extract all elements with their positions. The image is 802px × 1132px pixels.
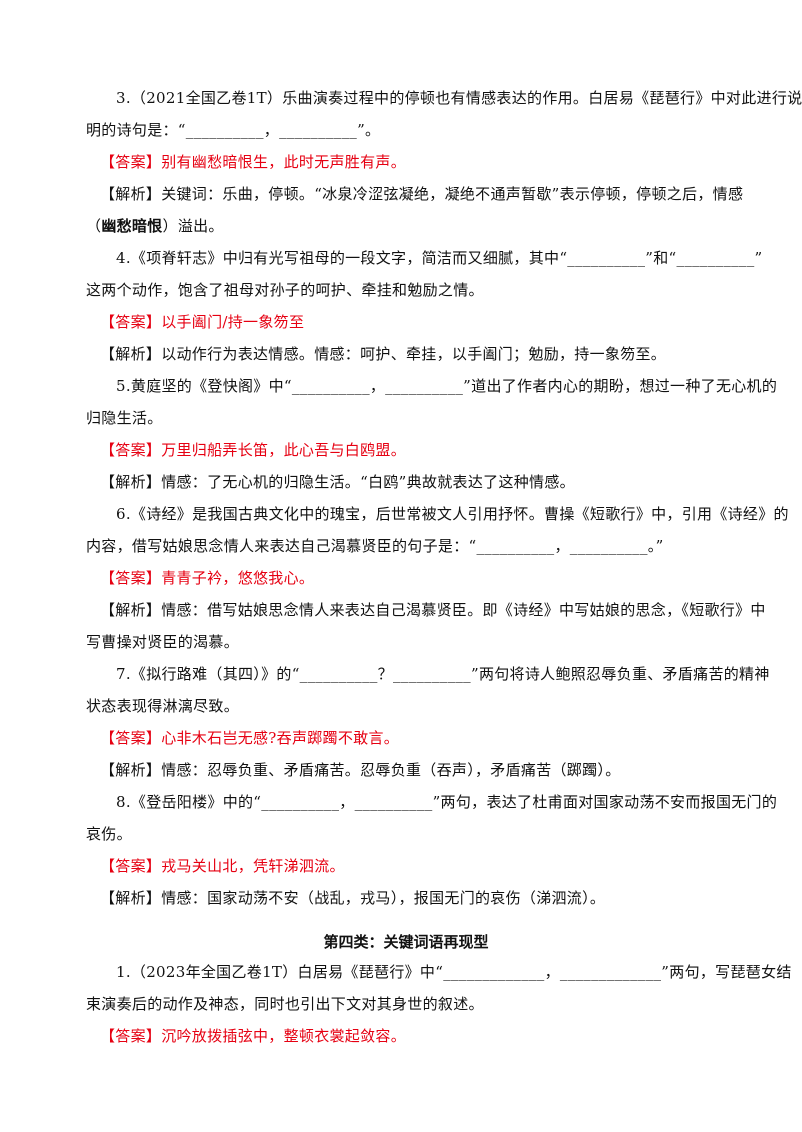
explanation-text: 【解析】情感：忍辱负重、矛盾痛苦。忍辱负重（吞声），矛盾痛苦（踯躅）。 <box>100 761 621 779</box>
answer-text: 别有幽愁暗恨生，此时无声胜有声。 <box>161 153 407 171</box>
question-text: 归隐生活。 <box>86 409 163 427</box>
question-block: 4.《项脊轩志》中归有光写祖母的一段文字，简洁而又细腻，其中“_________… <box>86 246 763 374</box>
explanation-text: 【解析】情感：了无心机的归隐生活。“白鸥”典故就表达了这种情感。 <box>100 473 575 491</box>
answer-tag: 【答案】 <box>100 153 162 171</box>
question-block: 7.《拟行路难（其四）》的“__________？__________”两句将诗… <box>86 662 770 790</box>
question-text: 6.《诗经》是我国古典文化中的瑰宝，后世常被文人引用抒怀。曹操《短歌行》中，引用… <box>116 505 789 523</box>
answer-line: 【答案】以手阖门/持一象笏至 <box>86 310 726 334</box>
explanation-text: （幽愁暗恨）溢出。 <box>86 214 726 238</box>
answer-tag: 【答案】 <box>100 441 162 459</box>
answer-line: 【答案】沉吟放拨插弦中，整顿衣裳起敛容。 <box>86 1024 726 1048</box>
question-text: 1.（2023年全国乙卷1T）白居易《琵琶行》中“_____________，_… <box>116 963 792 981</box>
question-text: 束演奏后的动作及神态，同时也引出下文对其身世的叙述。 <box>86 995 484 1013</box>
keyword-bold: 幽愁暗恨 <box>101 217 163 235</box>
answer-tag: 【答案】 <box>100 729 162 747</box>
answer-tag: 【答案】 <box>100 569 162 587</box>
question-block: 5.黄庭坚的《登快阁》中“__________，__________”道出了作者… <box>86 374 778 502</box>
answer-text: 沉吟放拨插弦中，整顿衣裳起敛容。 <box>161 1027 407 1045</box>
document-content: 3.（2021全国乙卷1T）乐曲演奏过程中的停顿也有情感表达的作用。白居易《琵琶… <box>86 86 802 1048</box>
explanation-text: 【解析】情感：国家动荡不安（战乱，戎马），报国无门的哀伤（涕泗流）。 <box>100 889 606 907</box>
question-text: 状态表现得淋漓尽致。 <box>86 697 240 715</box>
answer-tag: 【答案】 <box>100 1027 162 1045</box>
explanation-text: 【解析】以动作行为表达情感。情感：呵护、牵挂，以手阖门；勉励，持一象笏至。 <box>100 345 667 363</box>
answer-line: 【答案】青青子衿，悠悠我心。 <box>86 566 726 590</box>
question-block: 8.《登岳阳楼》中的“__________，__________”两句，表达了杜… <box>86 790 778 910</box>
explanation-text: 【解析】情感：借写姑娘思念情人来表达自己渴慕贤臣。即《诗经》中写姑娘的思念，《短… <box>100 601 766 619</box>
question-block: 6.《诗经》是我国古典文化中的瑰宝，后世常被文人引用抒怀。曹操《短歌行》中，引用… <box>86 502 789 662</box>
question-text: 明的诗句是：“__________，__________”。 <box>86 121 381 139</box>
question-text: 内容，借写姑娘思念情人来表达自己渴慕贤臣的句子是：“__________，___… <box>86 537 664 555</box>
question-block: 3.（2021全国乙卷1T）乐曲演奏过程中的停顿也有情感表达的作用。白居易《琵琶… <box>86 86 802 246</box>
explanation-text: 【解析】关键词：乐曲，停顿。“冰泉冷涩弦凝绝，凝绝不通声暂歇”表示停顿，停顿之后… <box>100 185 744 203</box>
section-heading: 第四类：关键词语再现型 <box>323 933 489 951</box>
answer-text: 心非木石岂无感?吞声踯躅不敢言。 <box>161 729 400 747</box>
explanation-fragment: （ <box>86 217 102 235</box>
answer-tag: 【答案】 <box>100 313 162 331</box>
answer-text: 万里归船弄长笛，此心吾与白鸥盟。 <box>161 441 407 459</box>
question-text: 5.黄庭坚的《登快阁》中“__________，__________”道出了作者… <box>116 377 778 395</box>
explanation-text: 写曹操对贤臣的渴慕。 <box>86 633 240 651</box>
answer-text: 戎马关山北，凭轩涕泗流。 <box>161 857 345 875</box>
question-block: 1.（2023年全国乙卷1T）白居易《琵琶行》中“_____________，_… <box>86 960 792 1048</box>
answer-line: 【答案】心非木石岂无感?吞声踯躅不敢言。 <box>86 726 726 750</box>
answer-tag: 【答案】 <box>100 857 162 875</box>
question-text: 哀伤。 <box>86 825 132 843</box>
answer-text: 青青子衿，悠悠我心。 <box>161 569 315 587</box>
question-text: 这两个动作，饱含了祖母对孙子的呵护、牵挂和勉励之情。 <box>86 281 484 299</box>
answer-text: 以手阖门/持一象笏至 <box>161 313 305 331</box>
answer-line: 【答案】戎马关山北，凭轩涕泗流。 <box>86 854 726 878</box>
question-text: 4.《项脊轩志》中归有光写祖母的一段文字，简洁而又细腻，其中“_________… <box>116 249 763 267</box>
question-text: 7.《拟行路难（其四）》的“__________？__________”两句将诗… <box>116 665 770 683</box>
answer-line: 【答案】别有幽愁暗恨生，此时无声胜有声。 <box>86 150 726 174</box>
answer-line: 【答案】万里归船弄长笛，此心吾与白鸥盟。 <box>86 438 726 462</box>
question-text: 8.《登岳阳楼》中的“__________，__________”两句，表达了杜… <box>116 793 778 811</box>
explanation-fragment: ）溢出。 <box>162 217 224 235</box>
question-text: 3.（2021全国乙卷1T）乐曲演奏过程中的停顿也有情感表达的作用。白居易《琵琶… <box>116 89 802 107</box>
